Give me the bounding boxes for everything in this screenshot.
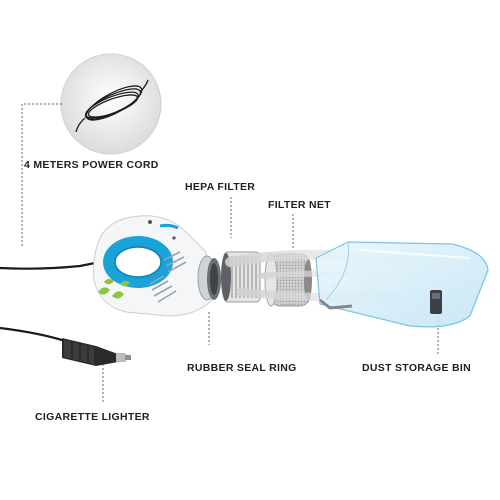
leader-lines xyxy=(21,103,439,404)
cigarette-lighter-plug xyxy=(62,338,131,366)
power-cord-inset xyxy=(60,53,162,155)
vacuum-handle-body xyxy=(93,215,217,317)
dust-storage-bin-label: DUST STORAGE BIN xyxy=(362,362,472,374)
filter-net-label: FILTER NET xyxy=(268,199,331,211)
power-cord xyxy=(0,260,101,343)
rubber-seal-ring-label: RUBBER SEAL RING xyxy=(187,362,297,374)
cigarette-lighter-label: CIGARETTE LIGHTER xyxy=(35,411,150,423)
rubber-seal-ring xyxy=(207,258,221,300)
coiled-cord-icon xyxy=(75,79,149,133)
dust-storage-bin xyxy=(315,241,489,328)
power-cord-label: 4 METERS POWER CORD xyxy=(24,159,159,171)
leaf-icon xyxy=(98,278,130,299)
hepa-filter-label: HEPA FILTER xyxy=(185,181,256,193)
